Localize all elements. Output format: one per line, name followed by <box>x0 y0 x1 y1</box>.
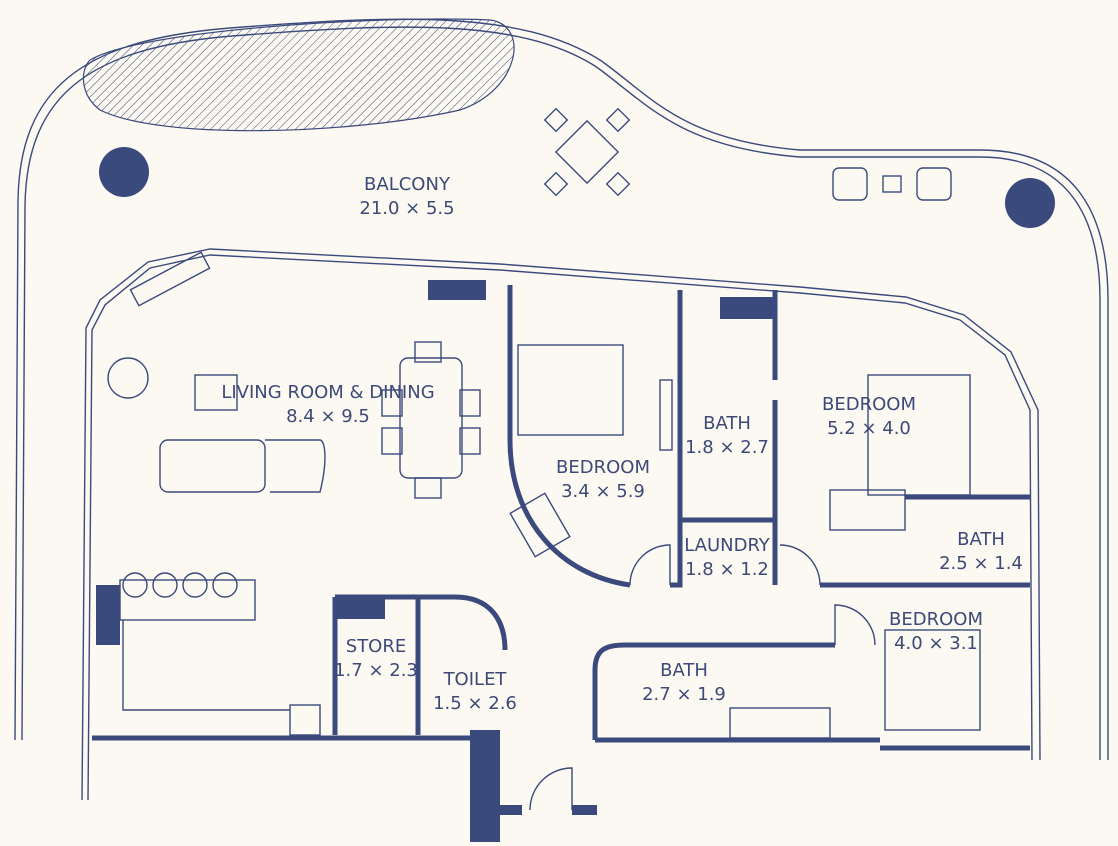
planter-circle <box>1005 178 1055 228</box>
walls <box>92 280 1030 842</box>
room-size: 3.4 × 5.9 <box>561 481 645 502</box>
room-label-bedroom-3: BEDROOM 4.0 × 3.1 <box>889 609 983 654</box>
room-label-bath-2: BATH 2.5 × 1.4 <box>939 529 1023 574</box>
room-size: 21.0 × 5.5 <box>359 198 454 219</box>
room-label-store: STORE 1.7 × 2.3 <box>334 636 418 681</box>
room-label-balcony: BALCONY 21.0 × 5.5 <box>359 174 454 219</box>
furniture <box>107 251 981 739</box>
room-label-laundry: LAUNDRY 1.8 × 1.2 <box>684 535 771 580</box>
room-label-bedroom-2: BEDROOM 5.2 × 4.0 <box>822 394 916 439</box>
room-size: 4.0 × 3.1 <box>894 633 978 654</box>
lounge-chairs-icon <box>832 167 952 201</box>
room-label-bath-3: BATH 2.7 × 1.9 <box>642 660 726 705</box>
room-name: BEDROOM <box>556 457 650 478</box>
room-name: BEDROOM <box>889 609 983 630</box>
room-label-living-dining: LIVING ROOM & DINING 8.4 × 9.5 <box>221 382 434 427</box>
room-name: BATH <box>957 529 1005 550</box>
room-name: TOILET <box>443 669 508 690</box>
room-size: 1.8 × 2.7 <box>685 437 769 458</box>
room-name: BEDROOM <box>822 394 916 415</box>
planter-circle <box>99 147 149 197</box>
room-size: 5.2 × 4.0 <box>827 418 911 439</box>
room-label-bedroom-1: BEDROOM 3.4 × 5.9 <box>556 457 650 502</box>
planter-hatched <box>82 18 515 132</box>
room-size: 1.5 × 2.6 <box>433 693 517 714</box>
room-name: BALCONY <box>364 174 451 195</box>
room-label-bath-1: BATH 1.8 × 2.7 <box>685 413 769 458</box>
room-name: BATH <box>703 413 751 434</box>
room-name: LAUNDRY <box>684 535 771 556</box>
room-name: STORE <box>346 636 406 657</box>
room-label-toilet: TOILET 1.5 × 2.6 <box>433 669 517 714</box>
room-name: BATH <box>660 660 708 681</box>
outdoor-table-icon <box>543 107 631 197</box>
room-size: 1.8 × 1.2 <box>685 559 769 580</box>
room-size: 2.7 × 1.9 <box>642 684 726 705</box>
room-name: LIVING ROOM & DINING <box>221 382 434 403</box>
room-size: 1.7 × 2.3 <box>334 660 418 681</box>
room-size: 8.4 × 9.5 <box>286 406 370 427</box>
facade-glazing <box>87 254 1033 801</box>
room-size: 2.5 × 1.4 <box>939 553 1023 574</box>
